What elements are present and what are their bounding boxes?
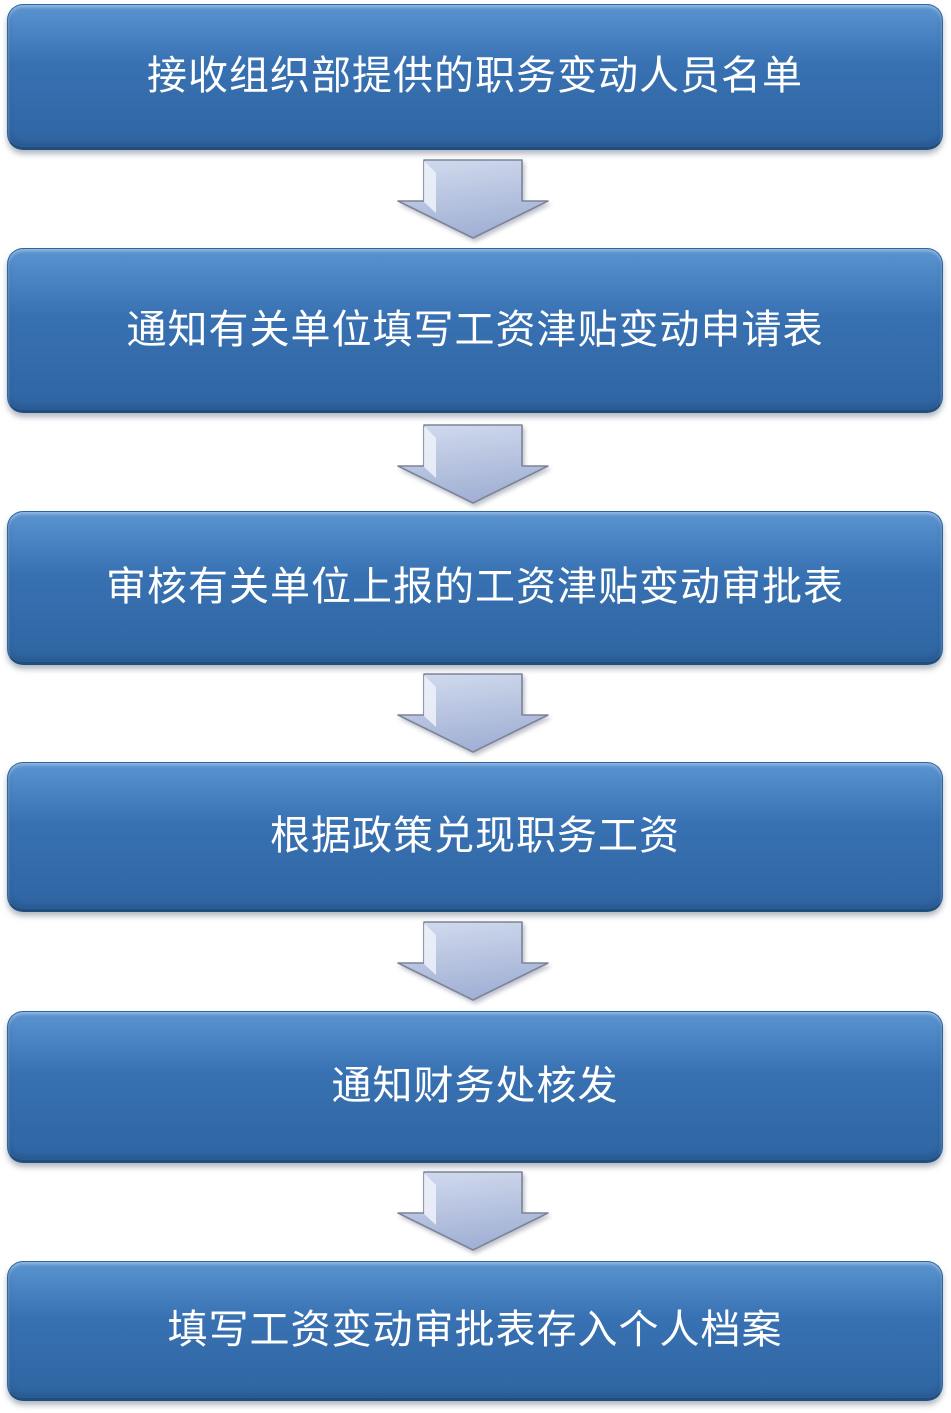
flow-step-4-label: 根据政策兑现职务工资 [270, 813, 680, 858]
flow-step-6-label: 填写工资变动审批表存入个人档案 [167, 1307, 783, 1352]
down-arrow-icon [397, 424, 549, 504]
flow-step-2: 通知有关单位填写工资津贴变动申请表 [7, 248, 943, 413]
flow-step-6: 填写工资变动审批表存入个人档案 [7, 1261, 943, 1401]
flow-step-3-label: 审核有关单位上报的工资津贴变动审批表 [106, 564, 844, 609]
flow-step-1-label: 接收组织部提供的职务变动人员名单 [147, 53, 803, 98]
flow-step-3: 审核有关单位上报的工资津贴变动审批表 [7, 511, 943, 665]
flow-step-5-label: 通知财务处核发 [331, 1063, 619, 1108]
down-arrow-icon [397, 159, 549, 239]
flow-step-2-label: 通知有关单位填写工资津贴变动申请表 [126, 306, 824, 352]
flow-step-4: 根据政策兑现职务工资 [7, 762, 943, 912]
flow-step-1: 接收组织部提供的职务变动人员名单 [7, 4, 943, 150]
down-arrow-icon [397, 1171, 549, 1251]
down-arrow-icon [397, 921, 549, 1001]
flow-step-5: 通知财务处核发 [7, 1011, 943, 1163]
down-arrow-icon [397, 673, 549, 753]
